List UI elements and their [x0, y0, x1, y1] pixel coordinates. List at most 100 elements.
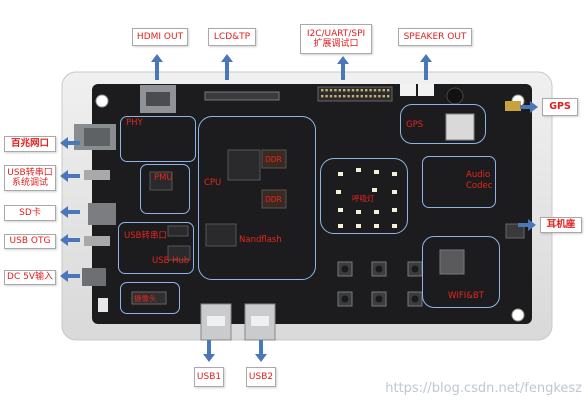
header-pin: [351, 95, 355, 98]
sd-slot: [88, 203, 116, 225]
gps-block: [400, 104, 486, 144]
arrow-up-icon: [151, 54, 163, 80]
header-pin: [387, 89, 390, 92]
pmu-label: PMU: [154, 173, 173, 183]
usb-otg-port: [84, 236, 110, 246]
camera-connector: [131, 291, 167, 305]
header-pin: [343, 89, 346, 92]
header-pin: [321, 95, 324, 98]
watermark: https://blog.csdn.net/fengkesz: [385, 381, 582, 396]
led: [338, 208, 343, 212]
tactile-button-cap: [411, 295, 419, 303]
power-switch: [98, 298, 108, 312]
mount-hole: [511, 308, 525, 322]
header-pin: [351, 89, 355, 92]
usb-hub-block: [118, 222, 194, 274]
gps-module: [445, 113, 475, 141]
header-pin: [378, 89, 381, 92]
header-pin: [387, 95, 390, 98]
audio-label: Audio: [466, 170, 491, 180]
phy-label: PHY: [126, 118, 143, 128]
arrow-right-icon: [520, 101, 538, 113]
arrow-up-icon: [337, 56, 349, 80]
speaker-connector: [400, 84, 416, 96]
dc-jack: [82, 268, 106, 286]
mount-hole: [95, 94, 109, 108]
arrow-left-icon: [60, 270, 80, 282]
label-dc-input: DC 5V输入: [4, 270, 56, 285]
pmu-chip: [149, 171, 173, 191]
label-usb-otg: USB OTG: [4, 234, 56, 249]
header-pin: [356, 89, 359, 92]
cpu-label: CPU: [204, 178, 222, 188]
arrow-left-icon: [60, 206, 80, 218]
arrow-right-icon: [518, 219, 536, 231]
led: [392, 172, 397, 176]
headphone-jack: [505, 223, 525, 239]
label-ethernet: 百兆网口: [4, 136, 56, 152]
breathing-led-label: 呼吸灯: [352, 194, 375, 203]
arrow-left-icon: [60, 170, 80, 182]
usb-hub-chip: [167, 245, 191, 261]
camera-label: 摄像头: [134, 294, 157, 303]
header-pin: [329, 89, 333, 92]
speaker-connector: [418, 84, 434, 96]
header-pin: [365, 95, 368, 98]
pmu-block: [140, 164, 190, 214]
label-gps: GPS: [542, 98, 578, 116]
header-pin: [369, 89, 372, 92]
usb-uart-port: [84, 170, 110, 180]
header-pin: [338, 95, 341, 98]
usb-serial-chip-label: USB转串口: [124, 231, 167, 241]
led: [374, 210, 379, 214]
header-pin: [369, 95, 372, 98]
gps-label: GPS: [406, 120, 424, 130]
led: [356, 168, 361, 172]
ethernet-jack-inner: [84, 128, 110, 146]
label-sd-card: SD卡: [4, 205, 56, 221]
tactile-button-cap: [411, 265, 419, 273]
tactile-button-cap: [375, 265, 383, 273]
header-pin: [343, 95, 346, 98]
header-pin: [347, 89, 350, 92]
tactile-buttons: [337, 261, 423, 307]
ddr-chip: [261, 149, 287, 169]
hdmi-connector-inner: [146, 92, 170, 106]
arrow-up-icon: [420, 54, 432, 80]
arrow-down-icon: [203, 340, 215, 362]
led: [336, 190, 341, 194]
led: [374, 224, 379, 228]
header-pin: [347, 95, 350, 98]
led: [356, 210, 361, 214]
wifi-bt-label: WIFI&BT: [448, 291, 484, 301]
cpu-block: [198, 116, 316, 280]
label-speaker-out: SPEAKER OUT: [398, 28, 472, 46]
tactile-button-cap: [375, 295, 383, 303]
header-pin: [338, 89, 341, 92]
breathing-led-block: [320, 158, 408, 234]
label-lcd-tp: LCD&TP: [208, 28, 256, 46]
tactile-button-cap: [341, 265, 349, 273]
ddr-chip: [261, 189, 287, 209]
header-pin: [373, 89, 377, 92]
label-usb-uart-debug: USB转串口系统调试: [4, 165, 56, 191]
wifi-bt-block: [422, 236, 500, 308]
arrow-up-icon: [221, 54, 233, 80]
buzzer: [446, 87, 464, 105]
arrow-left-icon: [60, 234, 80, 246]
label-usb1: USB1: [194, 367, 224, 387]
led: [356, 224, 361, 228]
usb-serial-chip: [167, 225, 189, 237]
header-pin: [373, 95, 377, 98]
header-pin: [329, 95, 333, 98]
audio-codec-block: [422, 156, 496, 208]
header-pin: [382, 89, 385, 92]
nandflash-label: Nandflash: [239, 235, 282, 245]
led: [392, 190, 397, 194]
wifi-bt-module: [439, 249, 465, 275]
header-pin: [356, 95, 359, 98]
ddr-bottom-label: DDR: [265, 195, 282, 204]
header-pin: [360, 89, 363, 92]
